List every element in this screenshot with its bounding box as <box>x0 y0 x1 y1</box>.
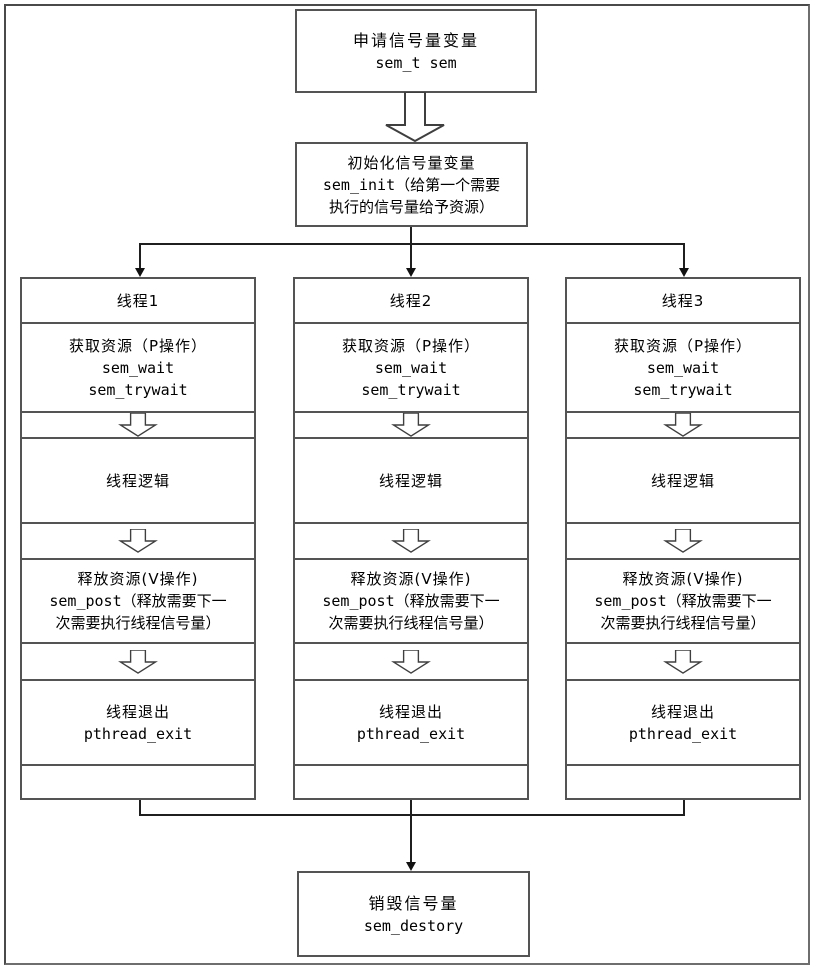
thread1-empty-cell <box>22 764 254 798</box>
release-code-2: 次需要执行线程信号量） <box>600 614 766 632</box>
release-code-1: sem_post（释放需要下一 <box>594 592 772 610</box>
thread1-column: 线程1 获取资源（P操作） sem_wait sem_trywait 线程逻辑 … <box>20 277 256 800</box>
release-code-1: sem_post（释放需要下一 <box>49 592 227 610</box>
connector-init-down <box>410 227 412 244</box>
thread2-title: 线程2 <box>389 291 433 310</box>
block-arrow-down-icon <box>118 649 158 674</box>
thread3-empty-cell <box>567 764 799 798</box>
block-arrow-down-icon <box>391 529 431 553</box>
thread3-release-cell: 释放资源(V操作) sem_post（释放需要下一 次需要执行线程信号量） <box>567 558 799 642</box>
arrowhead-down-icon <box>679 268 689 277</box>
acquire-code-1: sem_wait <box>374 358 448 377</box>
block-arrow-down-icon <box>118 413 158 437</box>
acquire-code-2: sem_trywait <box>88 380 188 399</box>
box-destroy-code: sem_destory <box>363 916 464 935</box>
block-arrow-down-icon <box>385 92 445 142</box>
arrowhead-down-icon <box>406 862 416 871</box>
box-declare-semaphore: 申请信号量变量 sem_t sem <box>295 9 537 93</box>
thread1-release-cell: 释放资源(V操作) sem_post（释放需要下一 次需要执行线程信号量） <box>22 558 254 642</box>
acquire-title: 获取资源（P操作） <box>341 336 481 355</box>
thread1-title: 线程1 <box>116 291 160 310</box>
thread1-acquire-cell: 获取资源（P操作） sem_wait sem_trywait <box>22 322 254 411</box>
block-arrow-down-icon <box>391 413 431 437</box>
thread3-logic-cell: 线程逻辑 <box>567 437 799 522</box>
connector-merge-horizontal <box>139 814 685 816</box>
diagram-border <box>4 4 810 965</box>
box-destroy-semaphore: 销毁信号量 sem_destory <box>297 871 530 957</box>
thread2-empty-cell <box>295 764 527 798</box>
thread3-acquire-cell: 获取资源（P操作） sem_wait sem_trywait <box>567 322 799 411</box>
exit-title: 线程退出 <box>105 702 170 721</box>
arrowhead-down-icon <box>135 268 145 277</box>
box-declare-code: sem_t sem <box>375 53 457 72</box>
thread3-column: 线程3 获取资源（P操作） sem_wait sem_trywait 线程逻辑 … <box>565 277 801 800</box>
exit-title: 线程退出 <box>378 702 443 721</box>
block-arrow-down-icon <box>118 529 158 553</box>
release-code-2: 次需要执行线程信号量） <box>328 614 494 632</box>
connector-fanout-horizontal <box>139 243 685 245</box>
thread2-logic-cell: 线程逻辑 <box>295 437 527 522</box>
connector-thread3-down <box>683 800 685 816</box>
box-init-title: 初始化信号量变量 <box>347 153 476 172</box>
acquire-code-2: sem_trywait <box>633 380 733 399</box>
thread1-logic-cell: 线程逻辑 <box>22 437 254 522</box>
arrowhead-down-icon <box>406 268 416 277</box>
connector-to-thread2 <box>410 243 412 269</box>
thread2-acquire-cell: 获取资源（P操作） sem_wait sem_trywait <box>295 322 527 411</box>
thread1-arrow-band-2 <box>22 522 254 558</box>
exit-code: pthread_exit <box>356 724 466 743</box>
thread1-exit-cell: 线程退出 pthread_exit <box>22 679 254 764</box>
block-arrow-down-icon <box>663 649 703 674</box>
connector-to-thread3 <box>683 243 685 269</box>
acquire-title: 获取资源（P操作） <box>613 336 753 355</box>
box-declare-title: 申请信号量变量 <box>352 30 479 50</box>
thread2-arrow-band-3 <box>295 642 527 679</box>
thread3-arrow-band-2 <box>567 522 799 558</box>
release-title: 释放资源(V操作) <box>350 570 472 588</box>
block-arrow-down-icon <box>391 649 431 674</box>
thread3-arrow-band-1 <box>567 411 799 437</box>
connector-to-thread1 <box>139 243 141 269</box>
thread2-release-cell: 释放资源(V操作) sem_post（释放需要下一 次需要执行线程信号量） <box>295 558 527 642</box>
connector-thread1-down <box>139 800 141 816</box>
exit-code: pthread_exit <box>628 724 738 743</box>
box-init-semaphore: 初始化信号量变量 sem_init（给第一个需要 执行的信号量给予资源） <box>295 142 528 227</box>
thread3-exit-cell: 线程退出 pthread_exit <box>567 679 799 764</box>
thread2-column: 线程2 获取资源（P操作） sem_wait sem_trywait 线程逻辑 … <box>293 277 529 800</box>
block-arrow-down-icon <box>663 529 703 553</box>
thread2-arrow-band-2 <box>295 522 527 558</box>
block-arrow-down-icon <box>663 413 703 437</box>
box-init-code-1: sem_init（给第一个需要 <box>322 175 501 194</box>
acquire-code-1: sem_wait <box>646 358 720 377</box>
box-destroy-title: 销毁信号量 <box>368 893 459 913</box>
exit-title: 线程退出 <box>650 702 715 721</box>
release-code-1: sem_post（释放需要下一 <box>322 592 500 610</box>
exit-code: pthread_exit <box>83 724 193 743</box>
thread2-exit-cell: 线程退出 pthread_exit <box>295 679 527 764</box>
box-init-code-2: 执行的信号量给予资源） <box>328 197 494 216</box>
release-title: 释放资源(V操作) <box>77 570 199 588</box>
acquire-code-2: sem_trywait <box>361 380 461 399</box>
thread2-arrow-band-1 <box>295 411 527 437</box>
connector-to-destroy <box>410 800 412 863</box>
acquire-title: 获取资源（P操作） <box>68 336 208 355</box>
thread3-title: 线程3 <box>661 291 705 310</box>
release-title: 释放资源(V操作) <box>622 570 744 588</box>
thread3-arrow-band-3 <box>567 642 799 679</box>
thread1-arrow-band-3 <box>22 642 254 679</box>
release-code-2: 次需要执行线程信号量） <box>55 614 221 632</box>
thread1-arrow-band-1 <box>22 411 254 437</box>
acquire-code-1: sem_wait <box>101 358 175 377</box>
